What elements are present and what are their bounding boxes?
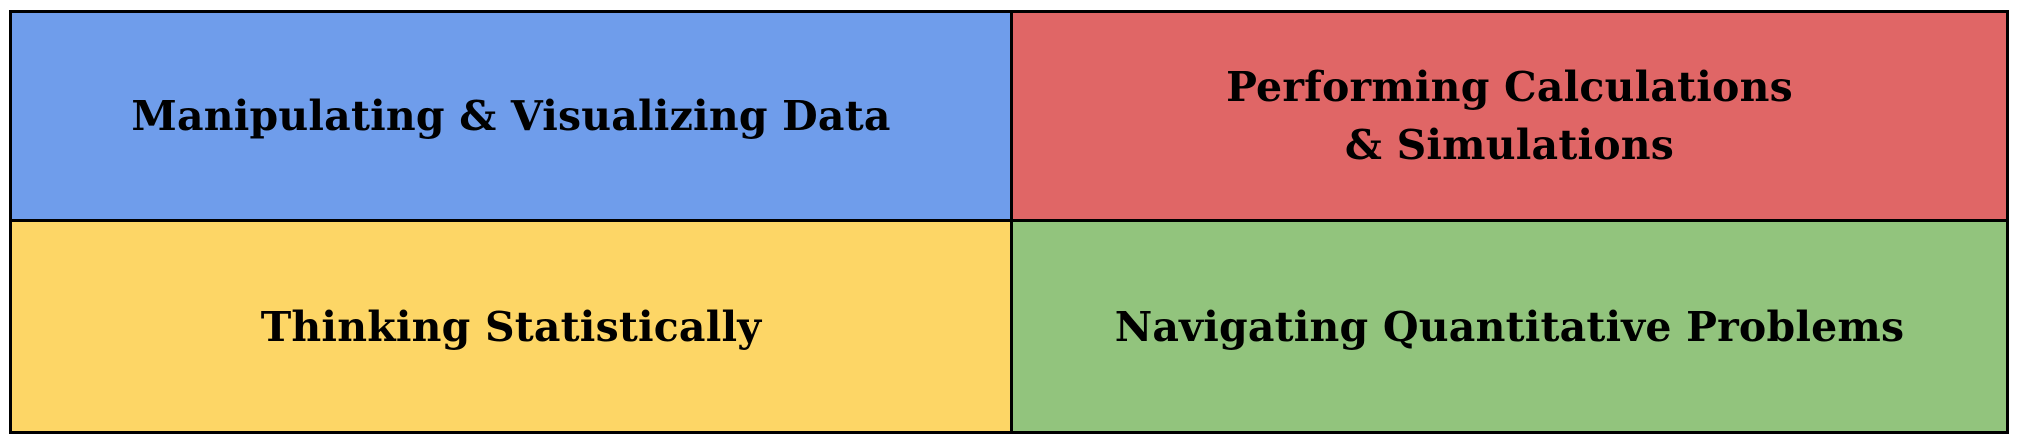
quadrant-label-line: Thinking Statistically [260,302,762,351]
quadrant-label: Thinking Statistically [261,298,762,356]
skills-quadrant-grid: Manipulating & Visualizing Data Performi… [9,10,2009,434]
quadrant-thinking-statistically: Thinking Statistically [12,222,1013,431]
quadrant-label-line: Performing Calculations [1226,63,1793,111]
quadrant-label: Navigating Quantitative Problems [1115,298,1905,356]
quadrant-label-line: Manipulating & Visualizing Data [131,92,891,140]
quadrant-manipulating-visualizing-data: Manipulating & Visualizing Data [12,13,1013,222]
quadrant-performing-calculations-simulations: Performing Calculations & Simulations [1013,13,2006,222]
quadrant-label: Performing Calculations & Simulations [1226,58,1793,174]
quadrant-label-line: Navigating Quantitative Problems [1114,302,1905,351]
quadrant-label-line: & Simulations [1344,121,1675,169]
quadrant-navigating-quantitative-problems: Navigating Quantitative Problems [1013,222,2006,431]
quadrant-label: Manipulating & Visualizing Data [131,87,890,145]
